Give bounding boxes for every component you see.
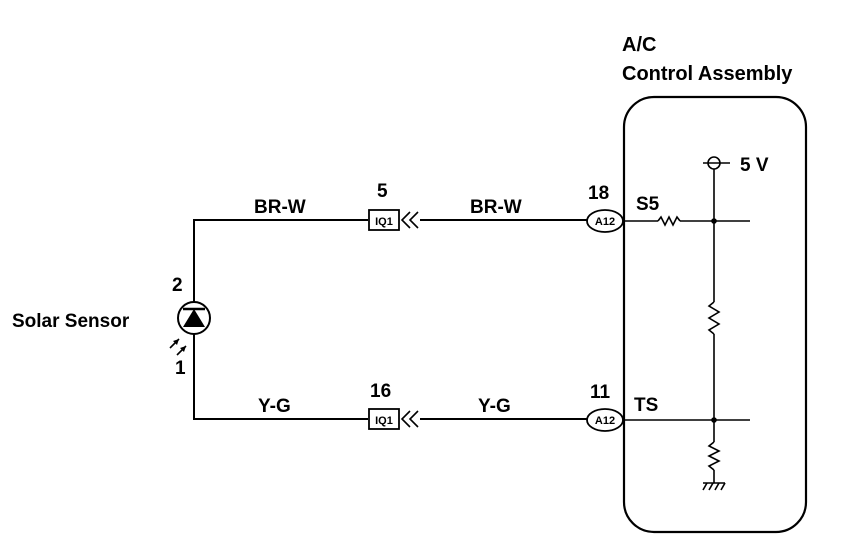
bottom-circuit: Y-G Y-G 16 IQ1 11 A12 TS bbox=[193, 336, 750, 432]
top-right-wire-color: BR-W bbox=[470, 197, 522, 218]
top-circuit: BR-W BR-W 5 IQ1 18 A12 S5 bbox=[193, 181, 750, 300]
junction-top-arrow-icon bbox=[400, 211, 419, 229]
top-junction-dot bbox=[711, 218, 717, 224]
a12-top-pin-number: 18 bbox=[588, 183, 609, 204]
bottom-junction-dot bbox=[711, 417, 717, 423]
ts-terminal-label: TS bbox=[634, 395, 658, 416]
s5-resistor-icon bbox=[657, 215, 681, 227]
junction-bottom-arrow-icon bbox=[400, 410, 419, 428]
ground-icon bbox=[702, 482, 726, 491]
junction-bottom-pin-number: 16 bbox=[370, 381, 391, 402]
middle-resistor-icon bbox=[707, 301, 721, 335]
top-wire-left bbox=[193, 219, 368, 300]
s5-terminal-label: S5 bbox=[636, 194, 660, 215]
sensor-pin-1-label: 1 bbox=[175, 358, 186, 379]
ac-control-assembly-box bbox=[622, 95, 808, 534]
ac-control-assembly: A/C Control Assembly bbox=[622, 34, 808, 534]
bottom-right-wire-color: Y-G bbox=[478, 396, 511, 417]
light-arrows-icon bbox=[169, 338, 187, 356]
a12-top-connector-label: A12 bbox=[595, 216, 615, 228]
photodiode-icon bbox=[183, 309, 205, 327]
solar-sensor-label: Solar Sensor bbox=[12, 311, 130, 332]
junction-bottom-connector-label: IQ1 bbox=[375, 415, 393, 427]
junction-top-connector-label: IQ1 bbox=[375, 216, 393, 228]
a12-bottom-pin-number: 11 bbox=[590, 382, 611, 403]
a12-bottom-connector-label: A12 bbox=[595, 415, 615, 427]
junction-bottom-connector-box bbox=[368, 408, 400, 430]
ac-control-assembly-title-line1: A/C bbox=[622, 34, 656, 56]
supply-voltage-label: 5 V bbox=[740, 155, 769, 176]
lower-resistor-icon bbox=[707, 441, 721, 471]
junction-top-connector-box bbox=[368, 209, 400, 231]
bottom-wire-left bbox=[193, 336, 368, 420]
bottom-left-wire-color: Y-G bbox=[258, 396, 291, 417]
ac-control-assembly-title-line2: Control Assembly bbox=[622, 63, 793, 85]
module-internal-circuit: 5 V bbox=[702, 155, 769, 491]
junction-top-pin-number: 5 bbox=[377, 181, 388, 202]
solar-sensor: Solar Sensor 2 1 bbox=[12, 275, 211, 379]
sensor-pin-2-label: 2 bbox=[172, 275, 183, 296]
top-left-wire-color: BR-W bbox=[254, 197, 306, 218]
